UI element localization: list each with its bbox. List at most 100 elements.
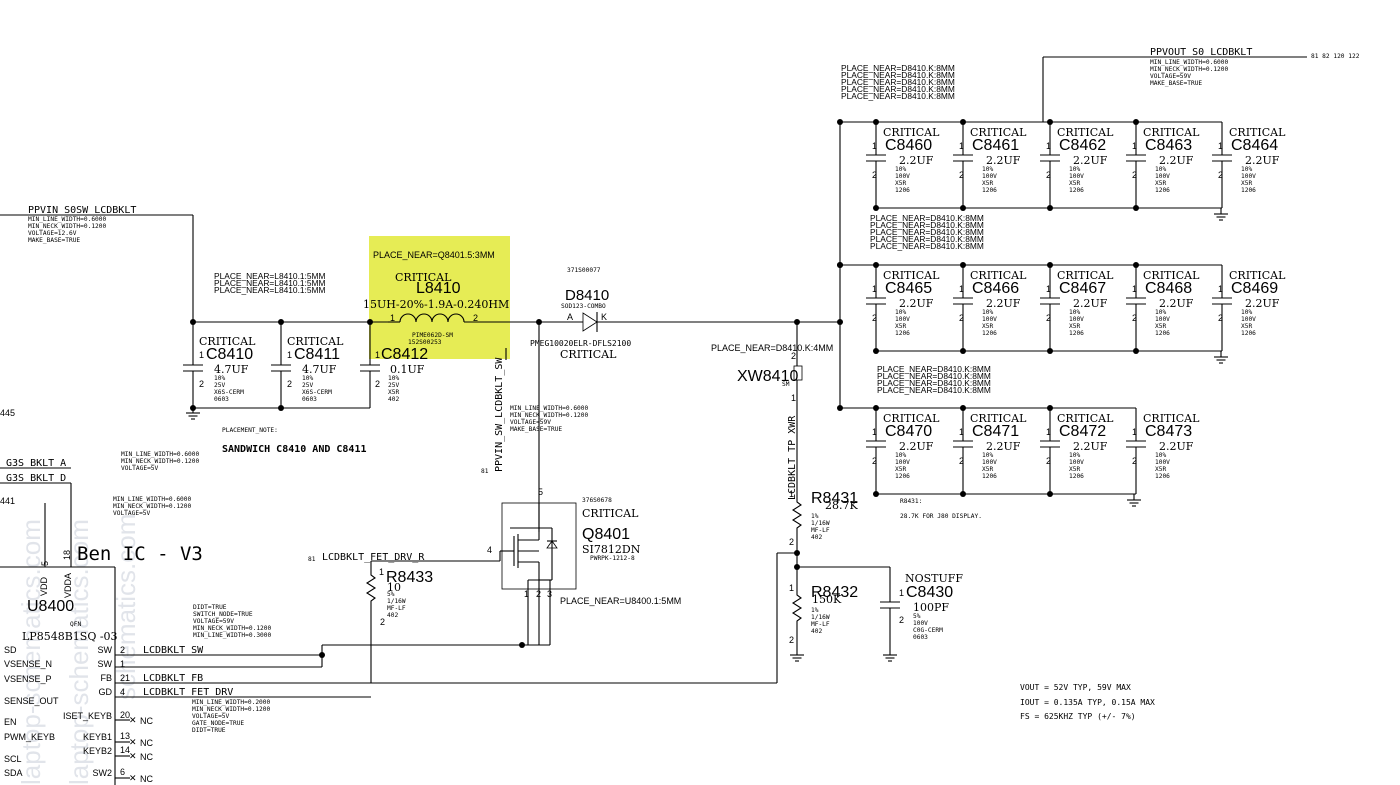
cap-spec: 100V — [1069, 459, 1084, 466]
cap-spec: X5R — [1069, 180, 1080, 187]
cap-ref-c8464: C8464 — [1231, 137, 1278, 154]
svg-text:81: 81 — [308, 556, 316, 563]
svg-text:VOLTAGE=5V: VOLTAGE=5V — [121, 465, 159, 472]
cap-spec: 10% — [1155, 309, 1166, 316]
cap-critical-label: CRITICAL — [970, 126, 1027, 139]
mosfet-q8401: 5 4 1 2 3 376S0678 CRITICAL Q8401 SI7812… — [487, 487, 681, 646]
sw-net-notes: MIN_LINE_WIDTH=0.6000 MIN_NECK_WIDTH=0.1… — [510, 405, 589, 433]
svg-text:MIN_LINE_WIDTH=0.6000: MIN_LINE_WIDTH=0.6000 — [510, 405, 589, 412]
cap-spec: X5R — [895, 466, 906, 473]
cap-critical-label: CRITICAL — [1143, 412, 1200, 425]
cap-ref-c8460: C8460 — [885, 137, 932, 154]
svg-text:R8432: R8432 — [811, 584, 858, 601]
cap-spec: 1206 — [982, 187, 997, 194]
svg-text:13: 13 — [120, 731, 130, 741]
svg-text:CRITICAL: CRITICAL — [560, 348, 617, 361]
cap-spec: 100V — [982, 173, 997, 180]
svg-text:1: 1 — [899, 588, 904, 598]
svg-text:100PF: 100PF — [913, 601, 949, 614]
svg-text:VSENSE_P: VSENSE_P — [4, 674, 52, 684]
cap-pin-1: 1 — [959, 284, 964, 294]
svg-text:1: 1 — [524, 589, 529, 599]
svg-text:PLACE_NEAR=D8410.K:8MM: PLACE_NEAR=D8410.K:8MM — [877, 385, 991, 395]
cap-value: 2.2UF — [1073, 297, 1108, 310]
resistor-r8433: 1 R8433 10 5% 1/16W MF-LF 402 2 — [365, 561, 433, 683]
cap-spec: 10% — [1069, 309, 1080, 316]
svg-text:81 82 120 122: 81 82 120 122 — [1311, 53, 1360, 60]
cap-critical-label: CRITICAL — [970, 269, 1027, 282]
cap-ref-c8469: C8469 — [1231, 280, 1278, 297]
svg-text:SW2: SW2 — [92, 768, 112, 778]
svg-text:MIN_NECK_WIDTH=0.1200: MIN_NECK_WIDTH=0.1200 — [192, 706, 271, 713]
cap-pin-2: 2 — [1218, 170, 1223, 180]
svg-text:28.7K: 28.7K — [825, 499, 858, 512]
highlight-box — [369, 236, 510, 359]
svg-text:NC: NC — [140, 716, 153, 726]
svg-text:MIN_NECK_WIDTH=0.1200: MIN_NECK_WIDTH=0.1200 — [193, 625, 272, 632]
cap-spec: 1206 — [1069, 473, 1084, 480]
cap-spec: 1206 — [1069, 330, 1084, 337]
svg-text:PLACE_NEAR=D8410.K:8MM: PLACE_NEAR=D8410.K:8MM — [870, 227, 984, 237]
svg-text:U8400: U8400 — [27, 598, 74, 615]
svg-text:0.1UF: 0.1UF — [390, 363, 425, 376]
cap-value: 2.2UF — [1159, 154, 1194, 167]
svg-text:schematics.com: schematics.com — [111, 514, 141, 700]
svg-text:441: 441 — [0, 496, 15, 506]
cap-pin-2: 2 — [872, 313, 877, 323]
cap-spec: 100V — [1155, 459, 1170, 466]
svg-text:371S00077: 371S00077 — [567, 267, 601, 274]
svg-text:laptop-schematics.com: laptop-schematics.com — [16, 519, 46, 785]
svg-text:PLACE_NEAR=D8410.K:4MM: PLACE_NEAR=D8410.K:4MM — [711, 343, 833, 353]
svg-text:2: 2 — [536, 589, 541, 599]
cap-spec: 100V — [1069, 316, 1084, 323]
cap-spec: 100V — [1155, 173, 1170, 180]
svg-text:CRITICAL: CRITICAL — [395, 271, 452, 284]
svg-text:15UH-20%-1.9A-0.240HM: 15UH-20%-1.9A-0.240HM — [363, 298, 509, 311]
svg-text:KEYB1: KEYB1 — [83, 732, 112, 742]
svg-text:VOLTAGE=5V: VOLTAGE=5V — [192, 713, 230, 720]
svg-text:R8433: R8433 — [386, 569, 433, 586]
svg-text:CRITICAL: CRITICAL — [199, 335, 256, 348]
svg-text:NOSTUFF: NOSTUFF — [905, 572, 963, 585]
svg-text:DIDT=TRUE: DIDT=TRUE — [193, 604, 227, 611]
cap-spec: 10% — [1241, 309, 1252, 316]
cap-critical-label: CRITICAL — [883, 412, 940, 425]
svg-text:ISET_KEYB: ISET_KEYB — [63, 711, 112, 721]
cap-pin-2: 2 — [1218, 313, 1223, 323]
svg-text:MF-LF: MF-LF — [387, 605, 406, 612]
ppvin-net-label: PPVIN_S0SW_LCDBKLT — [28, 205, 136, 216]
svg-text:CRITICAL: CRITICAL — [287, 335, 344, 348]
svg-text:PPVIN_SW_LCDBKLT_SW: PPVIN_SW_LCDBKLT_SW — [494, 357, 505, 472]
highlight-place-note: PLACE_NEAR=Q8401.5:3MM — [373, 250, 495, 260]
svg-text:VOLTAGE=59V: VOLTAGE=59V — [510, 419, 551, 426]
svg-text:G3S_BKLT_D: G3S_BKLT_D — [6, 473, 66, 484]
svg-text:✕: ✕ — [129, 737, 137, 747]
svg-text:4.7UF: 4.7UF — [302, 363, 337, 376]
svg-text:5%: 5% — [387, 591, 395, 598]
svg-text:25V: 25V — [388, 382, 399, 389]
placement-note: PLACEMENT_NOTE: SANDWICH C8410 AND C8411 — [222, 427, 367, 455]
svg-text:2: 2 — [789, 635, 794, 645]
ground-symbol — [186, 408, 200, 420]
cap-critical-label: CRITICAL — [1143, 269, 1200, 282]
svg-text:NC: NC — [140, 774, 153, 784]
cap-value: 2.2UF — [899, 440, 934, 453]
cap-pin-1: 1 — [959, 141, 964, 151]
cap-pin-1: 1 — [872, 141, 877, 151]
cap-ref-c8470: C8470 — [885, 423, 932, 440]
cap-ref-c8461: C8461 — [972, 137, 1019, 154]
cap-spec: 10% — [895, 452, 906, 459]
svg-text:25V: 25V — [302, 382, 313, 389]
cap-spec: X5R — [982, 466, 993, 473]
cap-value: 2.2UF — [986, 440, 1021, 453]
svg-text:SENSE_OUT: SENSE_OUT — [4, 696, 59, 706]
xw8410: PLACE_NEAR=D8410.K:4MM XW8410 2 SM 1 LCD… — [711, 322, 833, 500]
cap-pin-1: 1 — [1218, 284, 1223, 294]
cap-ref-c8463: C8463 — [1145, 137, 1192, 154]
svg-text:L8410: L8410 — [416, 280, 461, 297]
cap-ref-c8462: C8462 — [1059, 137, 1106, 154]
svg-text:FS = 625KHZ TYP (+/- 7%): FS = 625KHZ TYP (+/- 7%) — [1020, 712, 1136, 721]
cap-critical-label: CRITICAL — [1057, 269, 1114, 282]
cap-value: 2.2UF — [986, 297, 1021, 310]
